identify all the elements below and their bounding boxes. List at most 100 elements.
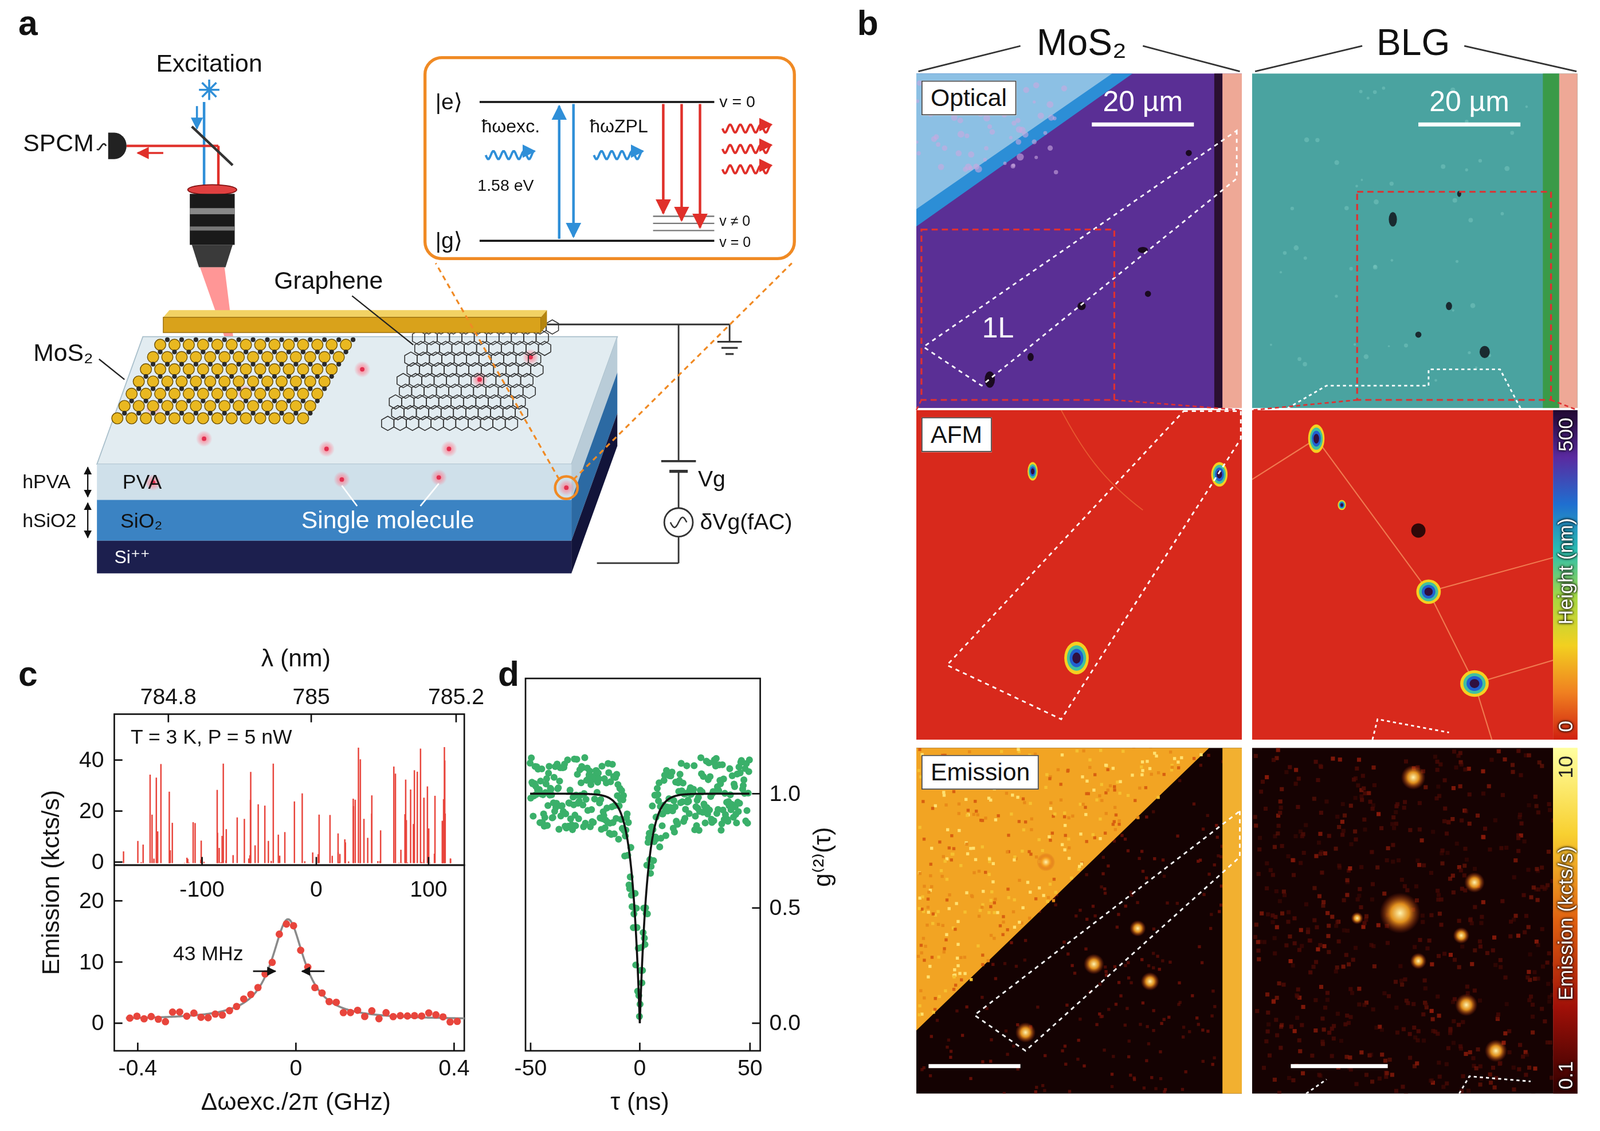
noise-pixel — [1331, 1024, 1336, 1029]
noise-pixel — [1465, 984, 1470, 989]
noise-pixel — [1412, 944, 1417, 949]
surface-speck — [1344, 205, 1349, 210]
noise-pixel — [1153, 857, 1156, 861]
single-molecule — [359, 367, 365, 372]
noise-pixel — [1256, 957, 1261, 962]
noise-pixel — [1450, 817, 1455, 822]
noise-pixel — [1125, 1006, 1129, 1010]
noise-pixel — [1527, 998, 1532, 1003]
emission-spike — [370, 813, 372, 864]
noise-pixel — [993, 901, 996, 905]
noise-pixel — [931, 806, 935, 810]
noise-pixel — [1458, 751, 1463, 756]
zpl-arrow — [571, 104, 575, 237]
noise-pixel — [1184, 1070, 1188, 1074]
noise-pixel — [1451, 1041, 1456, 1046]
noise-pixel — [989, 1060, 992, 1064]
mos2-sulfur — [283, 363, 295, 376]
molecule-spot — [1379, 892, 1421, 934]
noise-pixel — [1364, 1072, 1369, 1077]
noise-pixel — [1059, 798, 1063, 802]
noise-pixel — [1547, 951, 1552, 956]
noise-pixel — [1516, 748, 1521, 754]
noise-pixel — [1272, 951, 1277, 956]
noise-pixel — [1412, 1064, 1417, 1069]
noise-pixel — [1259, 789, 1264, 794]
noise-pixel — [1001, 920, 1005, 924]
noise-pixel — [926, 897, 930, 901]
noise-pixel — [1084, 947, 1088, 951]
mos2-sulfur — [261, 400, 274, 413]
mos2-molybdenum — [179, 410, 184, 416]
noise-pixel — [1321, 900, 1326, 905]
mos2-molybdenum — [186, 349, 191, 355]
noise-pixel — [1369, 943, 1374, 948]
noise-pixel — [1319, 870, 1324, 875]
surface-speck — [983, 146, 989, 151]
noise-pixel — [1198, 859, 1202, 862]
mos2-molybdenum — [186, 398, 191, 404]
noise-pixel — [1138, 786, 1141, 790]
noise-pixel — [1009, 812, 1013, 816]
noise-pixel — [956, 920, 960, 924]
noise-pixel — [930, 1034, 933, 1038]
noise-pixel — [1316, 840, 1321, 845]
noise-pixel — [1144, 876, 1148, 880]
noise-pixel — [1293, 834, 1298, 839]
noise-pixel — [1493, 818, 1498, 823]
noise-pixel — [1344, 892, 1349, 897]
noise-pixel — [1297, 1049, 1303, 1054]
noise-pixel — [1027, 850, 1031, 854]
noise-pixel — [926, 906, 930, 909]
noise-pixel — [977, 914, 981, 918]
noise-pixel — [1271, 873, 1276, 878]
noise-pixel — [1293, 781, 1298, 786]
bilayer-outline — [1287, 369, 1521, 409]
noise-pixel — [998, 924, 1002, 928]
noise-pixel — [1466, 1088, 1471, 1093]
noise-pixel — [1320, 903, 1325, 908]
noise-pixel — [1540, 964, 1545, 969]
noise-pixel — [1334, 969, 1339, 974]
mos2-molybdenum — [322, 337, 327, 343]
surface-speck — [950, 114, 958, 121]
mos2-sulfur — [290, 351, 303, 363]
inset-leader — [573, 263, 792, 480]
noise-pixel — [1292, 1029, 1297, 1034]
afm-particle — [1029, 466, 1036, 477]
absorption-arrow — [558, 106, 561, 239]
mos2-sulfur — [211, 339, 223, 351]
noise-pixel — [1527, 753, 1532, 758]
emission-spike — [434, 795, 436, 864]
noise-pixel — [1132, 1077, 1136, 1081]
pointer-line — [420, 483, 439, 507]
ground-symbol — [721, 347, 738, 349]
noise-pixel — [1199, 763, 1203, 767]
mos2-molybdenum — [179, 337, 184, 343]
noise-pixel — [1070, 964, 1074, 968]
noise-pixel — [1077, 1038, 1081, 1042]
noise-pixel — [1502, 757, 1507, 762]
noise-pixel — [1153, 751, 1156, 755]
phonon-sideband-arrow — [698, 104, 701, 228]
mos2-molybdenum — [257, 374, 263, 379]
noise-pixel — [1402, 800, 1407, 805]
emission-spike — [426, 786, 429, 864]
surface-speck — [1290, 206, 1294, 211]
noise-pixel — [1210, 1014, 1214, 1018]
noise-pixel — [1130, 773, 1134, 777]
noise-pixel — [1085, 873, 1089, 877]
molecule-glow — [318, 440, 335, 457]
surface-speck — [1455, 260, 1459, 264]
noise-pixel — [1420, 913, 1425, 918]
noise-pixel — [1348, 842, 1354, 847]
noise-pixel — [1524, 1052, 1529, 1057]
noise-pixel — [1093, 914, 1097, 918]
afm-particle — [1064, 641, 1089, 675]
surface-speck — [1366, 96, 1370, 100]
noise-pixel — [1531, 885, 1536, 890]
noise-pixel — [1423, 986, 1428, 991]
molecule-spot — [1351, 912, 1364, 925]
noise-pixel — [1417, 827, 1422, 832]
noise-pixel — [1297, 1038, 1302, 1043]
